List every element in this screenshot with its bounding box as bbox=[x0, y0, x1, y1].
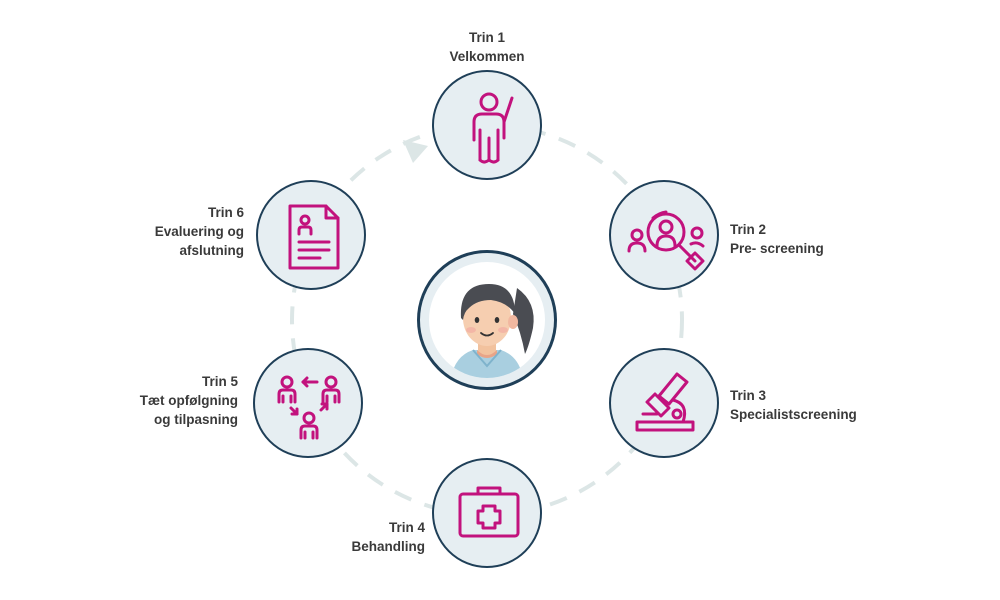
step-1-title: Trin 1 bbox=[468, 30, 505, 45]
step-4-circle bbox=[432, 458, 542, 568]
step-5-title: Trin 5 bbox=[201, 374, 238, 389]
step-3-title: Trin 3 bbox=[730, 388, 767, 403]
magnifier-people-icon bbox=[627, 210, 705, 271]
microscope-icon bbox=[635, 372, 695, 432]
step-2-label: Trin 2 Pre- screening bbox=[730, 220, 824, 258]
step-4-title: Trin 4 bbox=[388, 520, 425, 535]
step-6-title: Trin 6 bbox=[207, 205, 244, 220]
step-1-label: Trin 1 Velkommen bbox=[420, 28, 554, 66]
step-4-label: Trin 4 Behandling bbox=[300, 518, 426, 556]
patient-avatar bbox=[429, 262, 545, 378]
people-cycle-icon bbox=[277, 375, 341, 440]
step-2-title: Trin 2 bbox=[730, 222, 767, 237]
step-2-text: Pre- screening bbox=[730, 241, 824, 256]
step-5-label: Trin 5 Tæt opfølgning og tilpasning bbox=[100, 372, 238, 429]
step-1-circle bbox=[432, 70, 542, 180]
step-3-text: Specialistscreening bbox=[730, 407, 857, 422]
dashed-cycle-ring bbox=[290, 123, 684, 517]
center-circle bbox=[417, 250, 557, 390]
step-4-text: Behandling bbox=[351, 539, 426, 554]
cycle-arrow-icon bbox=[403, 140, 428, 163]
step-6-circle bbox=[256, 180, 366, 290]
first-aid-kit-icon bbox=[458, 486, 520, 538]
patient-avatar-icon bbox=[451, 284, 534, 378]
step-5-text-line-1: Tæt opfølgning bbox=[139, 393, 238, 408]
step-2-circle bbox=[609, 180, 719, 290]
step-3-circle bbox=[609, 348, 719, 458]
step-5-text-line-2: og tilpasning bbox=[154, 412, 238, 427]
step-1-text: Velkommen bbox=[449, 49, 525, 64]
step-6-label: Trin 6 Evaluering og afslutning bbox=[110, 203, 244, 260]
document-person-icon bbox=[288, 204, 340, 270]
step-6-text-line-1: Evaluering og bbox=[154, 224, 244, 239]
step-5-circle bbox=[253, 348, 363, 458]
step-6-text-line-2: afslutning bbox=[179, 243, 245, 258]
person-waving-icon bbox=[472, 92, 514, 164]
step-3-label: Trin 3 Specialistscreening bbox=[730, 386, 857, 424]
